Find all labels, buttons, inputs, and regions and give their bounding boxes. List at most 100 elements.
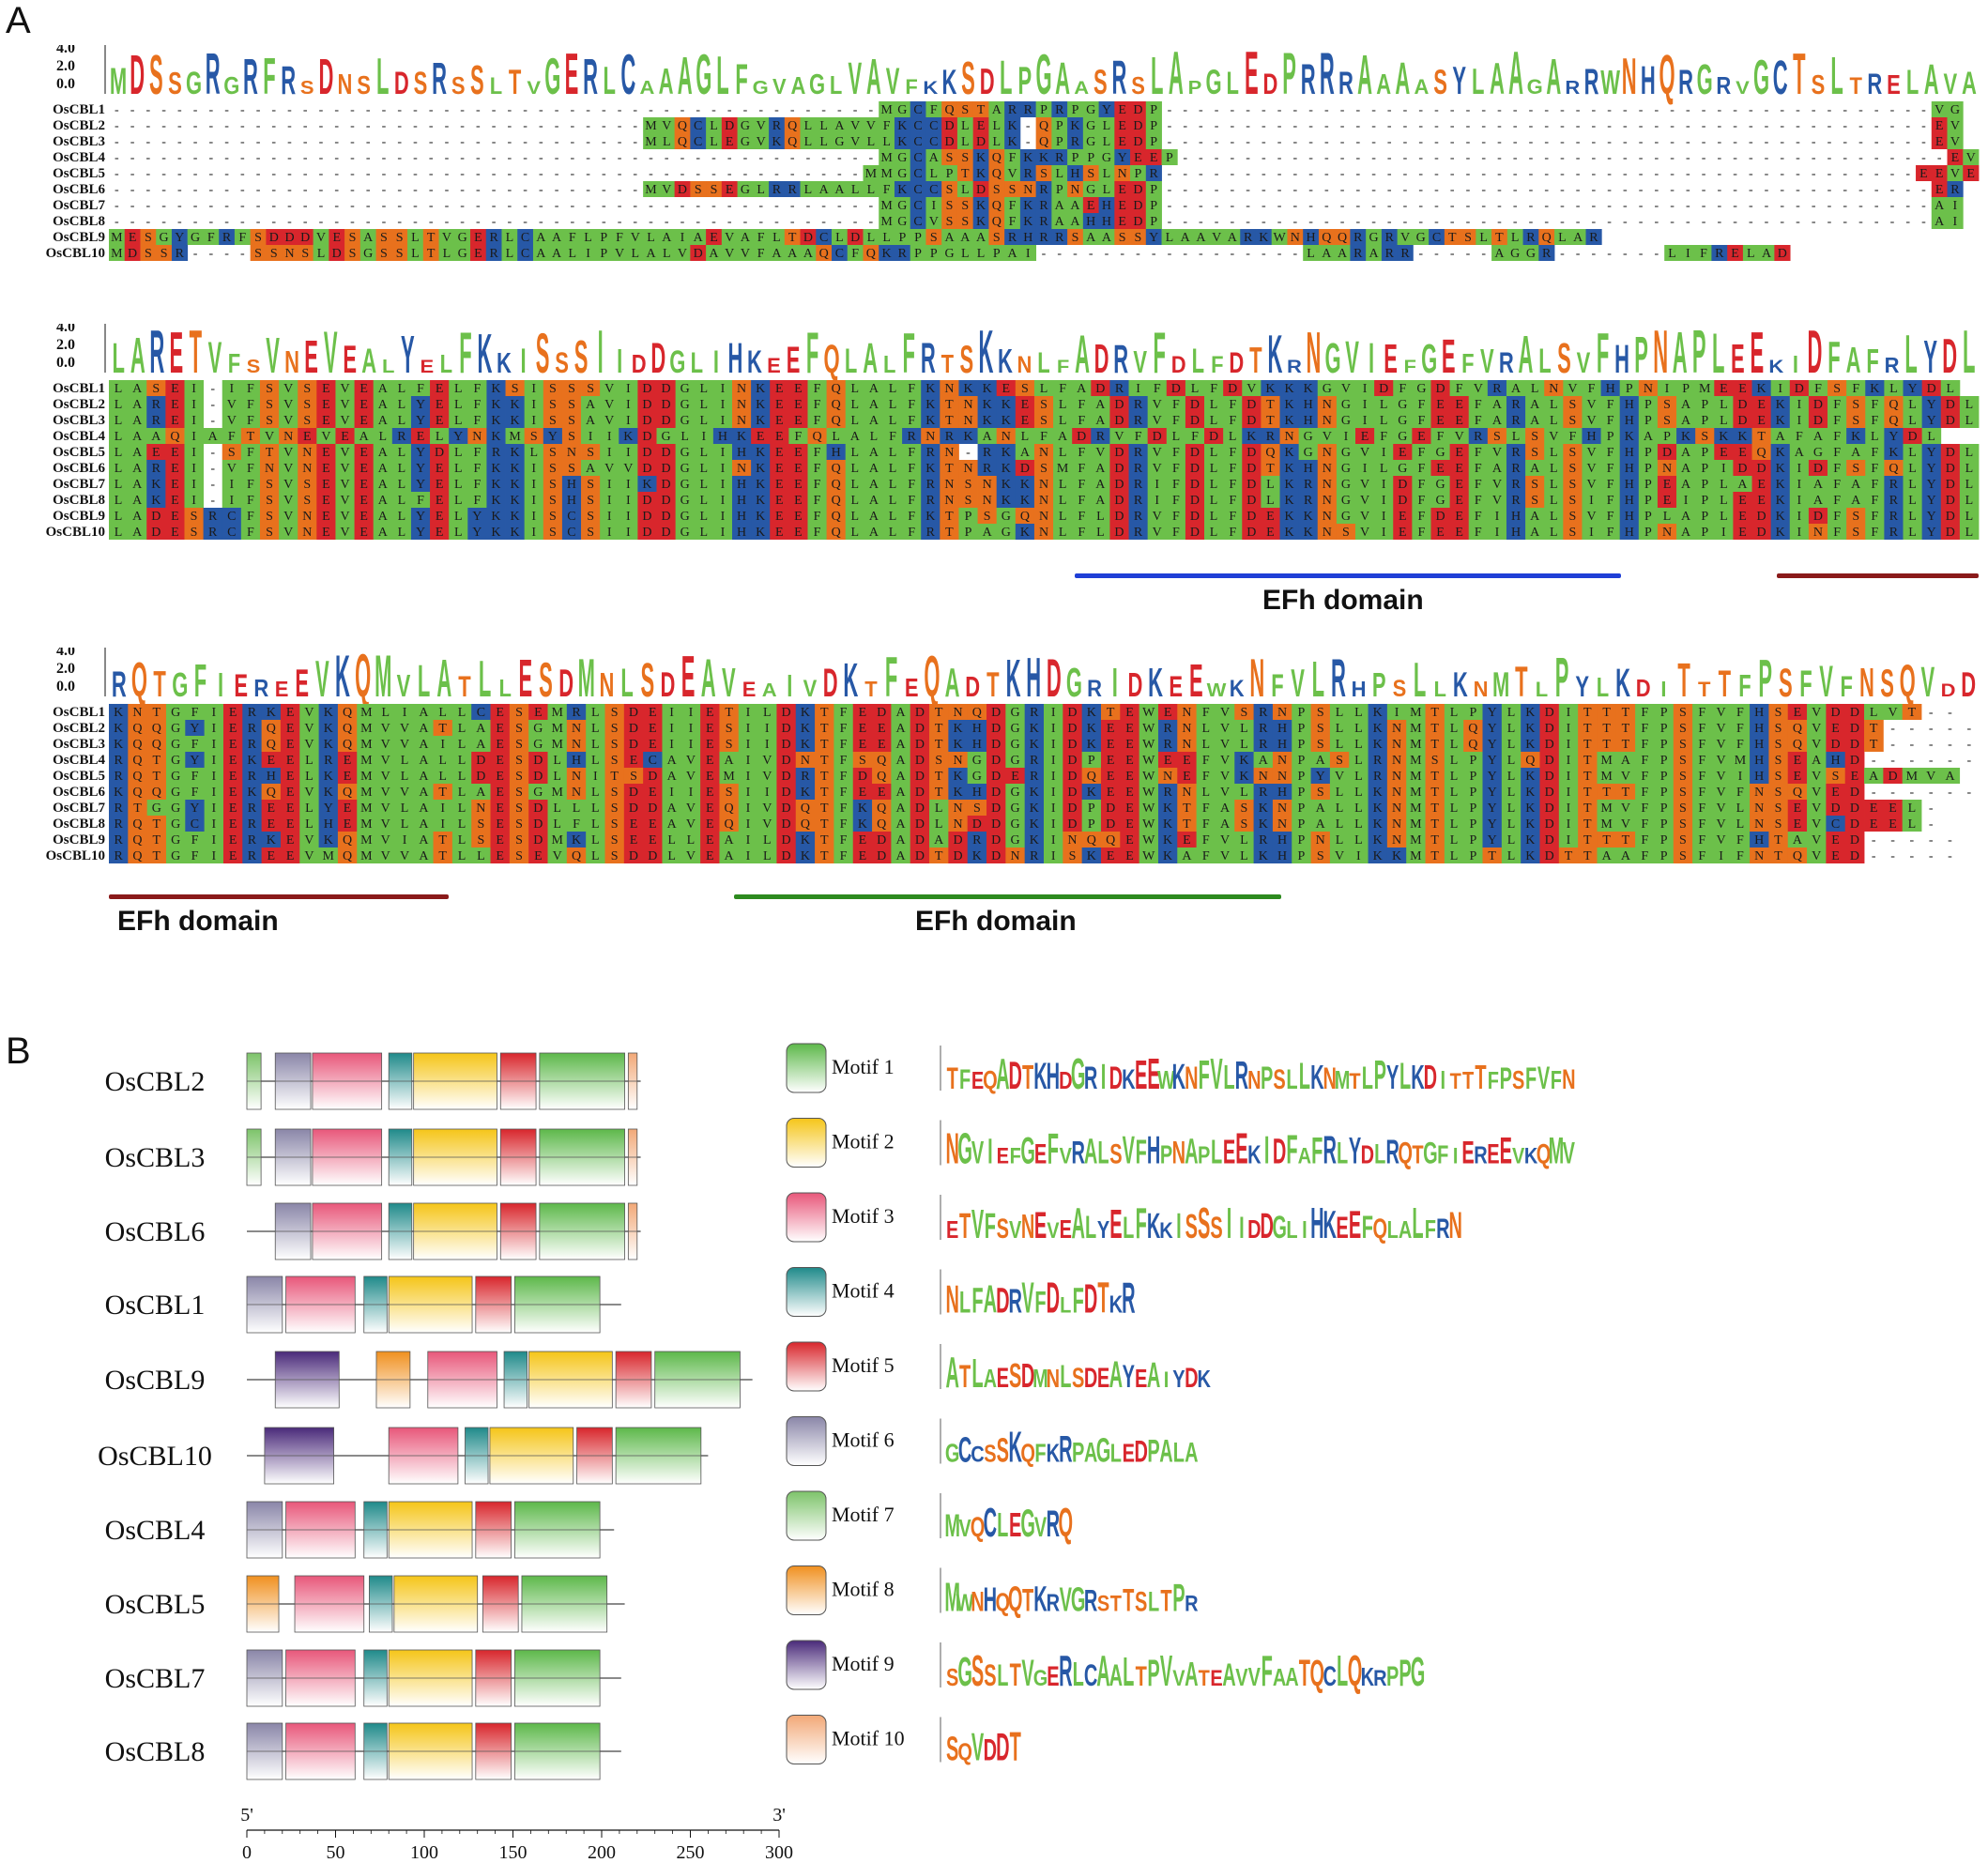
residue-letter: P — [1088, 754, 1095, 768]
residue-letter: E — [775, 526, 784, 540]
residue-letter: I — [1797, 510, 1802, 524]
residue-letter: T — [1266, 462, 1275, 476]
residue-letter: - — [539, 103, 543, 117]
residue-letter: R — [1055, 151, 1064, 165]
residue-letter: R — [1055, 103, 1064, 117]
residue-cell — [902, 380, 922, 396]
residue-letter: E — [794, 478, 803, 492]
residue-letter: K — [324, 738, 333, 752]
logo-letter: I — [617, 344, 622, 381]
residue-letter: - — [1497, 135, 1502, 149]
residue-letter: P — [1660, 754, 1668, 768]
residue-letter: F — [930, 103, 938, 117]
residue-letter: G — [1323, 382, 1332, 396]
residue-letter: D — [1379, 382, 1388, 396]
residue-letter: L — [411, 247, 420, 261]
residue-letter: - — [602, 167, 606, 181]
residue-letter: F — [1380, 430, 1387, 444]
residue-cell — [240, 396, 261, 412]
residue-letter: S — [228, 446, 236, 460]
residue-letter: L — [1507, 706, 1516, 720]
residue-letter: K — [511, 478, 520, 492]
residue-letter: T — [266, 446, 274, 460]
residue-cell — [430, 380, 450, 396]
residue-letter: - — [366, 119, 371, 133]
residue-letter: S — [1852, 526, 1859, 540]
logo-letter: L — [1830, 47, 1843, 106]
residue-letter: T — [945, 398, 954, 412]
residue-cell — [643, 117, 660, 133]
residue-letter: - — [303, 151, 308, 165]
residue-letter: S — [549, 414, 557, 428]
residue-letter: S — [152, 382, 160, 396]
residue-letter: A — [1511, 382, 1522, 396]
residue-letter: N — [1277, 706, 1287, 720]
residue-letter: N — [572, 722, 581, 736]
residue-letter: A — [378, 494, 389, 508]
residue-cell — [140, 229, 157, 245]
residue-letter: R — [1259, 786, 1268, 800]
residue-letter: S — [303, 414, 311, 428]
residue-letter: K — [1373, 786, 1383, 800]
residue-cell — [910, 149, 926, 165]
residue-letter: D — [642, 430, 651, 444]
residue-letter: - — [1843, 183, 1847, 197]
residue-letter: S — [1775, 770, 1782, 784]
residue-cell — [977, 380, 998, 396]
residue-letter: E — [1361, 430, 1369, 444]
logo-letter: R — [1867, 67, 1882, 100]
residue-letter: - — [633, 215, 637, 229]
residue-letter: S — [1493, 430, 1501, 444]
residue-letter: E — [436, 414, 444, 428]
residue-letter: R — [1511, 446, 1521, 460]
residue-letter: K — [1023, 151, 1032, 165]
residue-letter: - — [193, 215, 198, 229]
residue-letter: - — [1890, 199, 1895, 213]
residue-cell — [410, 380, 431, 396]
residue-letter: - — [1231, 183, 1235, 197]
residue-letter: Y — [1488, 706, 1497, 720]
residue-cell — [910, 229, 926, 245]
residue-cell — [1350, 229, 1367, 245]
residue-letter: L — [1550, 414, 1558, 428]
logo-letter: F — [1461, 349, 1474, 378]
residue-letter: - — [821, 151, 826, 165]
residue-letter: - — [523, 119, 528, 133]
residue-letter: T — [945, 414, 954, 428]
residue-letter: L — [1965, 398, 1974, 412]
residue-letter: G — [171, 802, 180, 816]
logo-letter: L — [1538, 342, 1551, 380]
residue-letter: H — [737, 446, 746, 460]
residue-cell — [1695, 245, 1712, 261]
residue-letter: N — [1039, 494, 1048, 508]
residue-letter: Q — [788, 119, 797, 133]
residue-letter: - — [696, 199, 700, 213]
residue-letter: S — [1852, 398, 1859, 412]
residue-letter: K — [1776, 398, 1785, 412]
residue-letter: A — [1095, 398, 1106, 412]
residue-cell — [279, 396, 298, 412]
residue-letter: N — [1182, 706, 1191, 720]
residue-letter: P — [993, 247, 1001, 261]
residue-letter: G — [458, 247, 467, 261]
residue-cell — [694, 380, 714, 396]
residue-letter: D — [1545, 706, 1554, 720]
residue-letter: G — [1341, 414, 1351, 428]
residue-letter: G — [681, 382, 690, 396]
residue-letter: F — [908, 494, 915, 508]
residue-letter: L — [458, 786, 466, 800]
logo-letter: L — [490, 73, 502, 99]
residue-cell — [690, 229, 707, 245]
residue-letter: L — [401, 754, 409, 768]
residue-letter: - — [966, 446, 971, 460]
residue-letter: K — [1087, 786, 1096, 800]
residue-letter: - — [1858, 119, 1863, 133]
residue-letter: C — [913, 135, 922, 149]
residue-letter: F — [1871, 398, 1878, 412]
residue-letter: - — [1292, 103, 1297, 117]
residue-letter: D — [1114, 494, 1124, 508]
residue-letter: K — [801, 706, 810, 720]
residue-letter: - — [476, 199, 481, 213]
residue-letter: - — [1948, 738, 1952, 752]
